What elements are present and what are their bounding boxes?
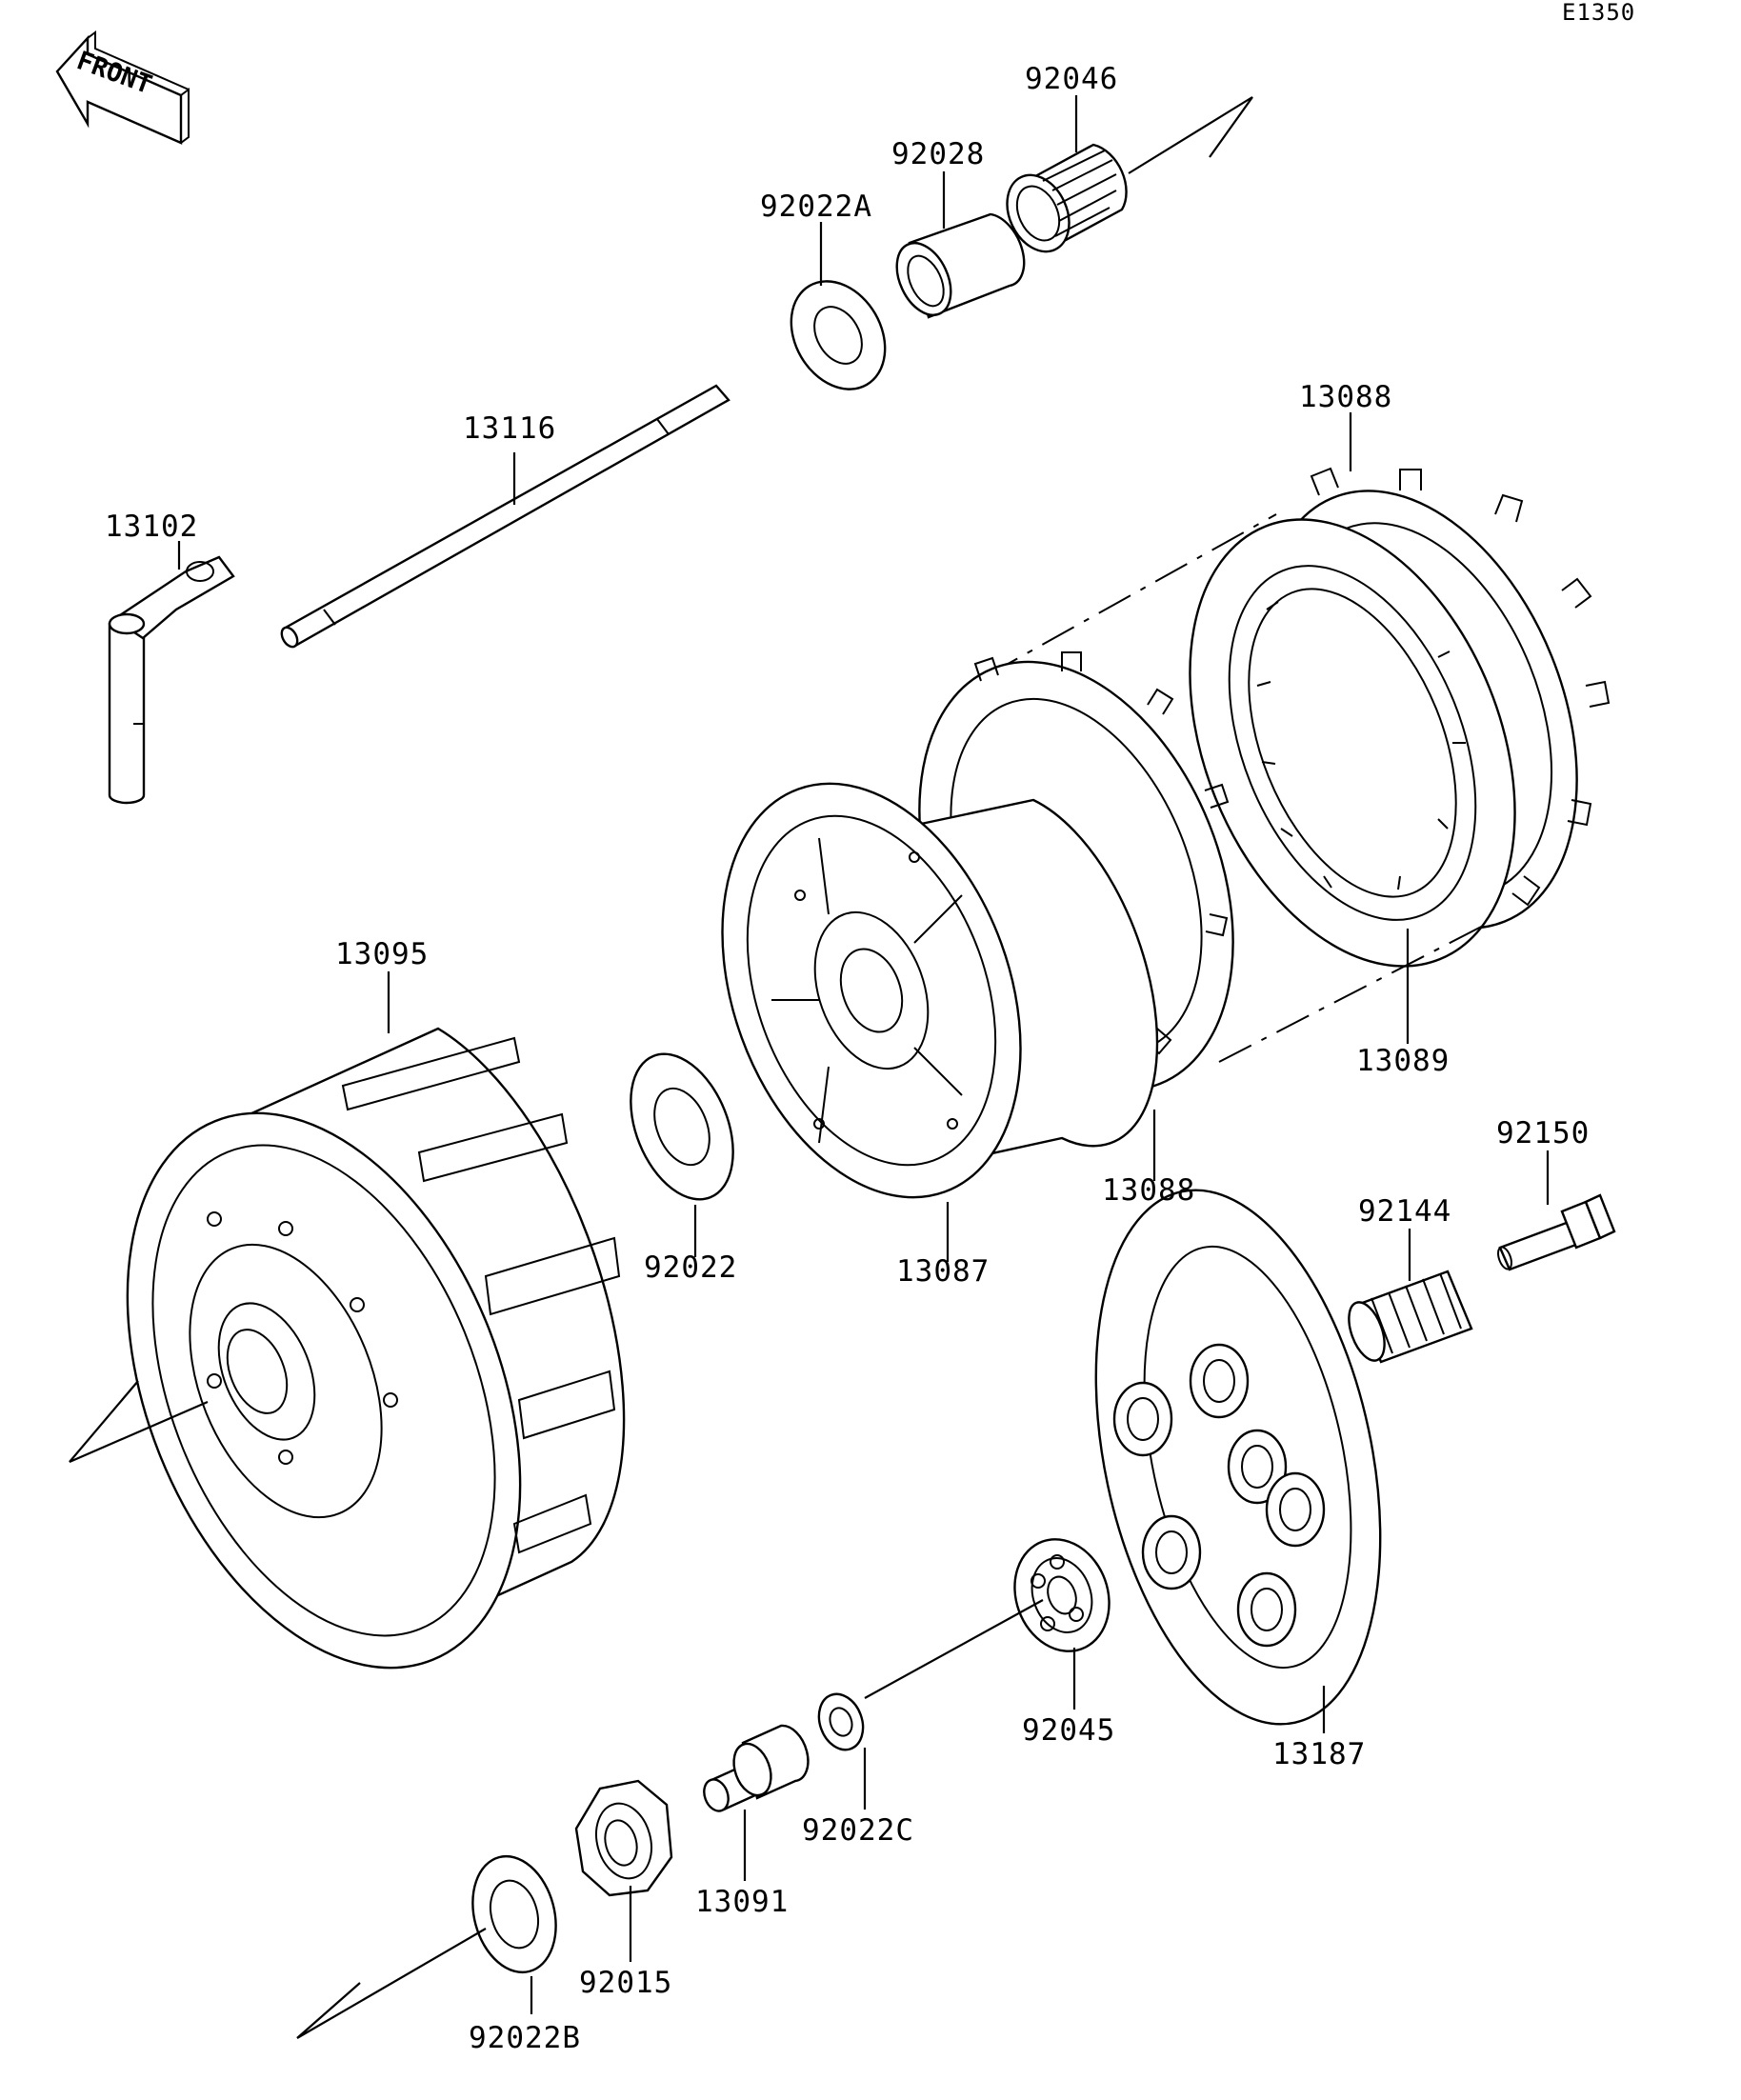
part-label[interactable]: 92144 [1358, 1194, 1451, 1229]
part-92015-nut[interactable] [574, 1779, 673, 1897]
part-13102-release-lever[interactable] [108, 555, 235, 805]
part-13091-spacer[interactable] [700, 1724, 810, 1814]
diagram-code: E1350 [1562, 0, 1635, 26]
part-92022-thrust-washer[interactable] [611, 1039, 753, 1214]
part-92144-clutch-spring[interactable] [1342, 1270, 1473, 1366]
part-label[interactable]: 92028 [891, 137, 985, 171]
part-13116-push-rod[interactable] [278, 384, 730, 650]
part-label[interactable]: 13088 [1299, 380, 1392, 414]
part-13087-clutch-hub[interactable] [669, 742, 1159, 1239]
part-label[interactable]: 92022A [760, 190, 872, 224]
part-label[interactable]: 92022 [644, 1250, 737, 1285]
part-13187-pressure-plate[interactable] [1051, 1164, 1425, 1750]
part-92046-needle-bearing[interactable] [995, 143, 1128, 262]
part-13095-clutch-housing[interactable] [51, 1027, 626, 1726]
part-92028-collar[interactable] [886, 212, 1026, 324]
part-label[interactable]: 92015 [579, 1966, 672, 2000]
part-label[interactable]: 13087 [896, 1254, 990, 1289]
part-13089-steel-plate[interactable] [1129, 471, 1577, 1014]
part-labels: 92046 92028 92022A 13116 13102 13088 130… [105, 62, 1590, 2055]
part-label[interactable]: 13091 [695, 1885, 789, 1919]
part-label[interactable]: 13088 [1102, 1173, 1195, 1208]
part-92022C-washer[interactable] [811, 1688, 870, 1755]
part-92022B-lock-washer[interactable] [460, 1847, 568, 1982]
part-label[interactable]: 92046 [1025, 62, 1118, 96]
part-label[interactable]: 13095 [335, 937, 429, 971]
part-label[interactable]: 13102 [105, 510, 198, 544]
part-label[interactable]: 92045 [1022, 1713, 1115, 1748]
leader-lines [177, 95, 1550, 2014]
part-label[interactable]: 92022C [802, 1813, 914, 1848]
part-label[interactable]: 92150 [1496, 1116, 1590, 1150]
front-arrow-icon: FRONT [55, 30, 190, 145]
part-92045-ball-bearing[interactable] [999, 1526, 1124, 1665]
part-label[interactable]: 13116 [463, 411, 556, 446]
part-label[interactable]: 13187 [1272, 1737, 1366, 1771]
part-label[interactable]: 92022B [469, 2021, 581, 2055]
part-label[interactable]: 13089 [1356, 1044, 1450, 1078]
part-92150-bolt[interactable] [1495, 1193, 1616, 1271]
part-92022A-washer[interactable] [772, 265, 904, 407]
